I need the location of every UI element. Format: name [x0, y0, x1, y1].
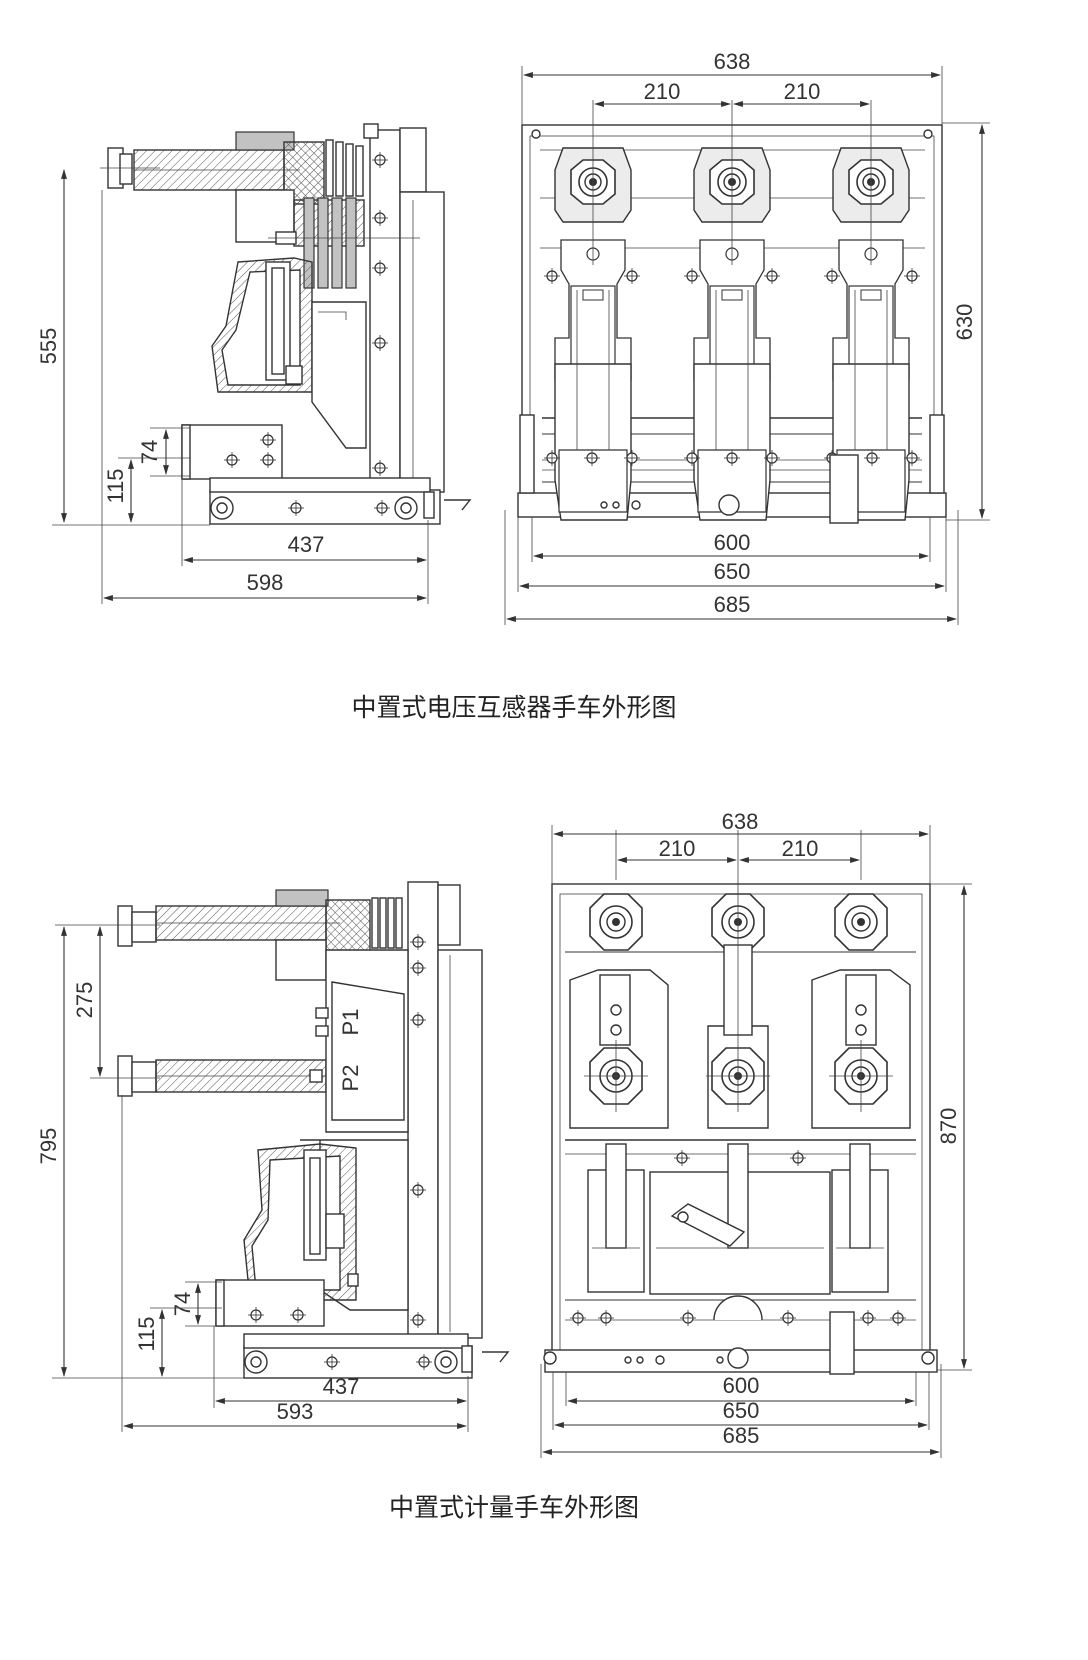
dim-685: 685 — [714, 592, 751, 617]
vt-side-dimensions: 555 74 115 437 598 — [36, 167, 429, 604]
metering-side-view: P1 P2 — [117, 881, 510, 1379]
metering-front-view — [543, 830, 938, 1375]
dim-275: 275 — [72, 982, 97, 1019]
insulator-sheds — [325, 139, 364, 197]
dim-685-b: 685 — [723, 1423, 760, 1448]
dim-638: 638 — [714, 49, 751, 74]
dim-437: 437 — [288, 532, 325, 557]
dim-74-b: 74 — [170, 1292, 195, 1316]
label-p2: P2 — [338, 1065, 363, 1092]
dim-115: 115 — [103, 468, 128, 503]
dim-870: 870 — [936, 1108, 961, 1145]
dim-795: 795 — [36, 1128, 61, 1165]
dim-638-b: 638 — [722, 809, 759, 834]
dim-630: 630 — [952, 304, 977, 341]
dim-600-b: 600 — [723, 1373, 760, 1398]
dim-600: 600 — [714, 530, 751, 555]
label-p1: P1 — [338, 1009, 363, 1036]
dim-210-right: 210 — [784, 79, 821, 104]
vt-front-dimensions: 638 210 210 630 600 650 685 — [504, 49, 990, 625]
dim-598: 598 — [247, 570, 284, 595]
dim-115-b: 115 — [134, 1316, 159, 1351]
dim-74: 74 — [137, 440, 162, 464]
metering-side-dimensions: 795 275 74 115 437 593 — [36, 924, 469, 1432]
dim-210-b-right: 210 — [782, 836, 819, 861]
dim-650-b: 650 — [723, 1398, 760, 1423]
caption-vt-handcart: 中置式电压互感器手车外形图 — [351, 693, 676, 722]
dim-593: 593 — [277, 1399, 314, 1424]
upper-terminal-1 — [589, 893, 643, 951]
dim-210-b-left: 210 — [659, 836, 696, 861]
p1-sheds — [371, 897, 403, 949]
vt-side-view — [107, 123, 472, 525]
dim-650: 650 — [714, 559, 751, 584]
dim-555: 555 — [36, 328, 61, 365]
caption-metering-handcart: 中置式计量手车外形图 — [389, 1493, 639, 1522]
upper-terminal-3 — [834, 893, 888, 951]
metering-front-dimensions: 638 210 210 870 600 650 685 — [540, 809, 972, 1458]
dim-437-b: 437 — [323, 1374, 360, 1399]
dim-210-left: 210 — [644, 79, 681, 104]
vt-front-view — [517, 100, 947, 524]
